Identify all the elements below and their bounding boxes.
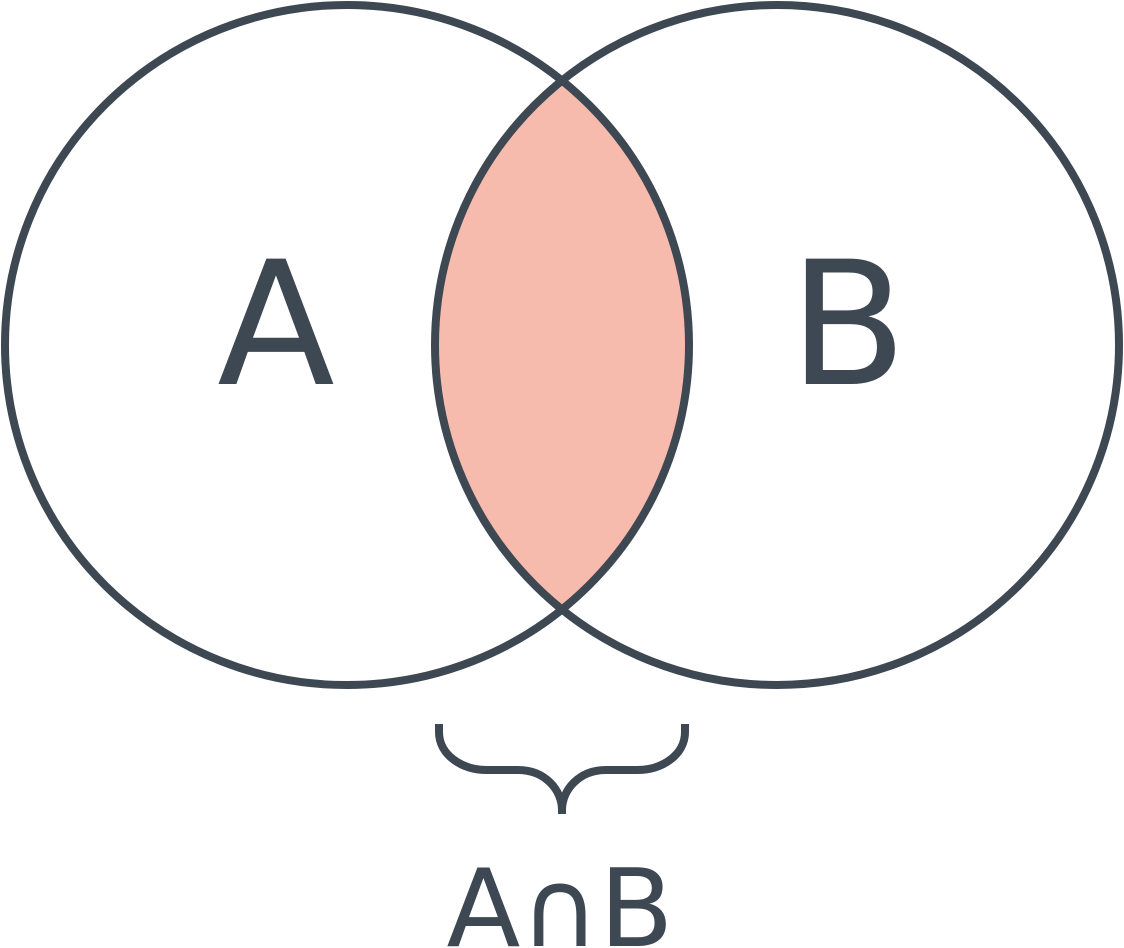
intersection-region: [435, 5, 689, 685]
intersection-label: A∩B: [446, 847, 673, 948]
set-b-circle: [431, 1, 1123, 689]
set-a-circle: [1, 1, 693, 689]
set-b-label: B: [789, 224, 907, 425]
set-a-label: A: [217, 224, 335, 425]
